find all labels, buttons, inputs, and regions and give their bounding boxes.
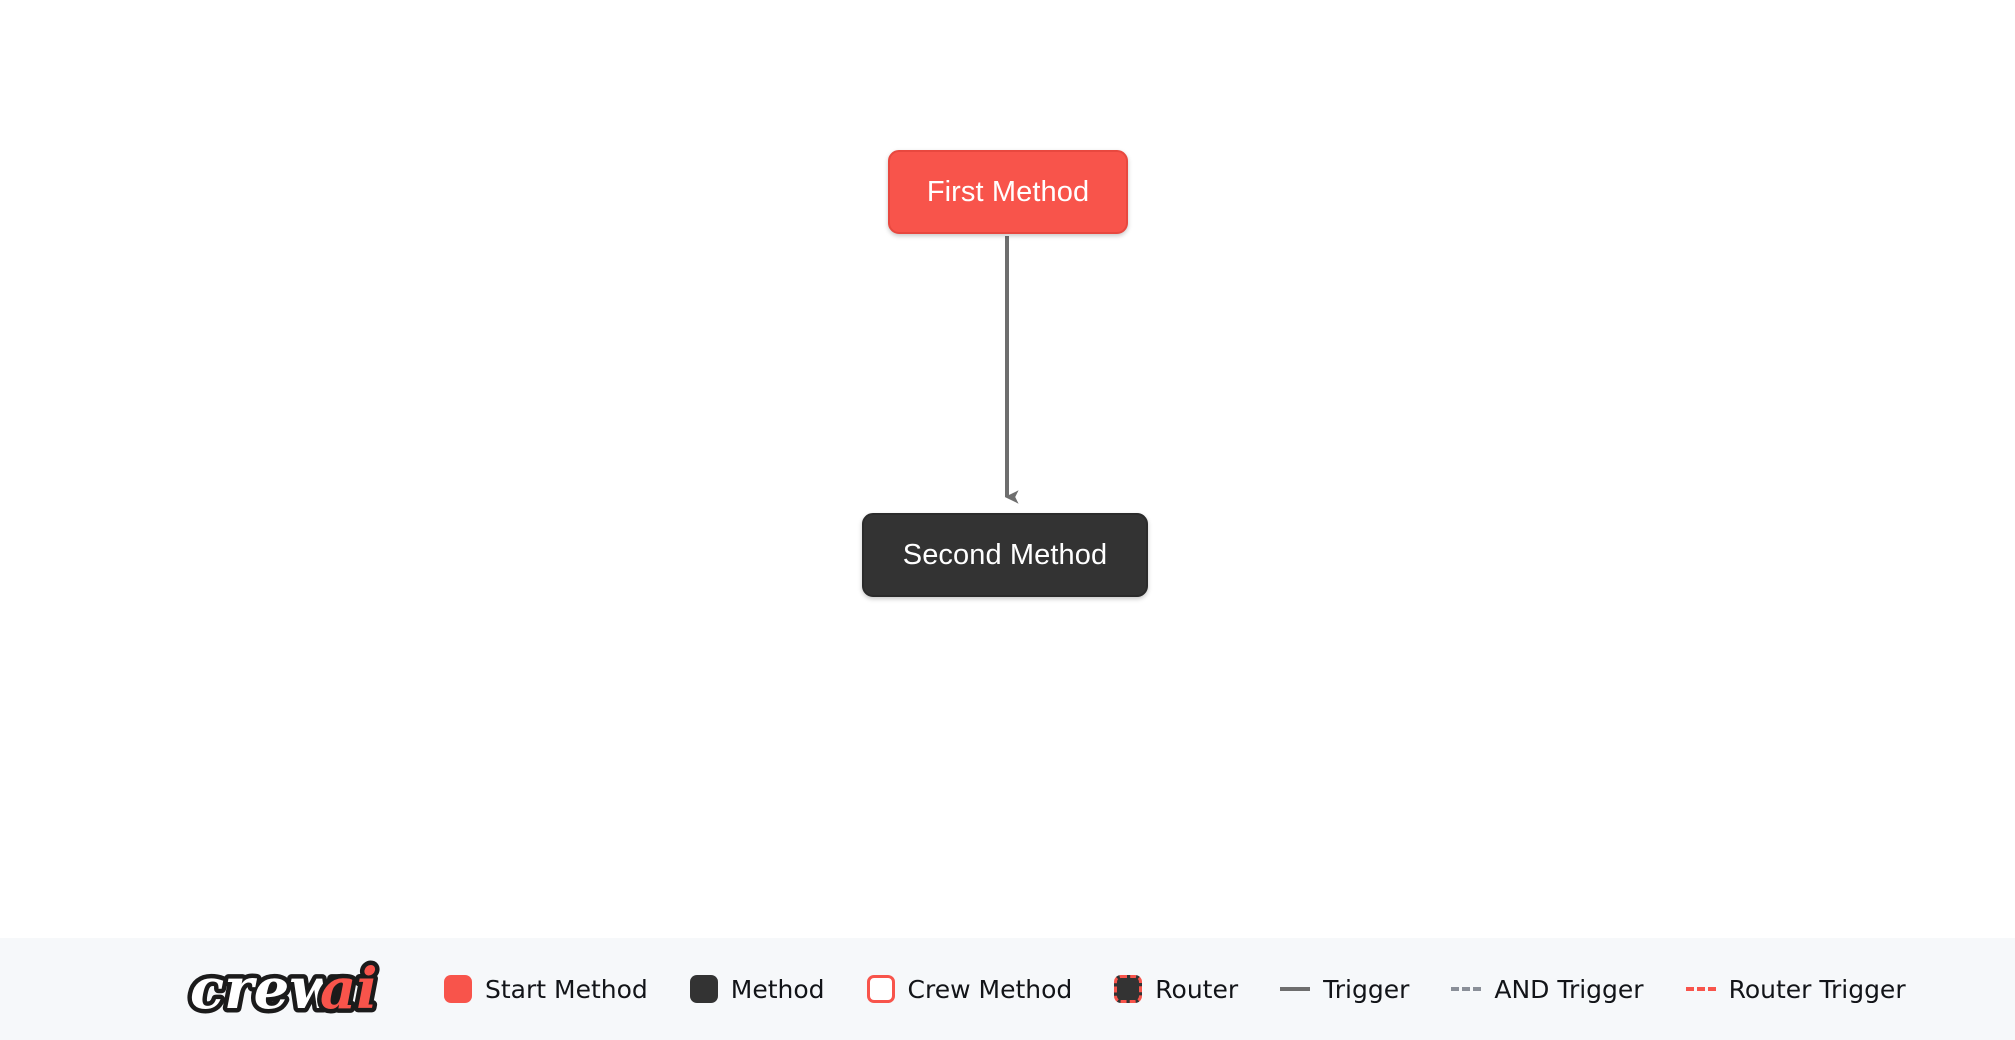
- legend-label-router-trigger: Router Trigger: [1728, 974, 1906, 1004]
- edge-layer: [1004, 236, 1019, 504]
- and-trigger-line-swatch: [1451, 987, 1482, 991]
- start-method-swatch: [444, 975, 472, 1003]
- legend-item-and-trigger: AND Trigger: [1451, 974, 1644, 1004]
- legend-items: Start Method Method Crew Method Router T…: [444, 975, 1906, 1003]
- router-swatch: [1114, 975, 1143, 1003]
- crewai-logo-outline-crew: crew: [190, 956, 339, 1022]
- legend-label-start-method: Start Method: [485, 974, 648, 1004]
- method-swatch: [689, 975, 718, 1003]
- legend-label-method: Method: [730, 974, 825, 1004]
- crew-method-swatch: [866, 975, 895, 1003]
- node-second-method-label: Second Method: [902, 538, 1108, 571]
- crewai-logo: crew crew ai ai: [186, 952, 382, 1026]
- node-second-method[interactable]: Second Method: [862, 513, 1148, 597]
- legend-item-router: Router: [1114, 975, 1238, 1003]
- flow-canvas[interactable]: First Method Second Method: [0, 0, 2015, 938]
- legend-label-and-trigger: AND Trigger: [1494, 974, 1644, 1004]
- crewai-logo-text-crew: crew: [190, 956, 339, 1022]
- legend-item-trigger: Trigger: [1280, 977, 1409, 1002]
- legend-bar: crew crew ai ai Start Method Method Crew…: [0, 938, 2015, 1040]
- legend-item-start-method: Start Method: [444, 975, 648, 1003]
- legend-item-crew-method: Crew Method: [866, 974, 1073, 1004]
- node-first-method-label: First Method: [926, 175, 1090, 208]
- node-first-method[interactable]: First Method: [888, 150, 1128, 234]
- legend-item-method: Method: [689, 974, 825, 1004]
- trigger-line-swatch: [1280, 987, 1311, 991]
- legend-item-router-trigger: Router Trigger: [1685, 974, 1906, 1004]
- legend-label-trigger: Trigger: [1323, 974, 1410, 1004]
- legend-label-router: Router: [1155, 974, 1239, 1004]
- router-trigger-line-swatch: [1685, 987, 1716, 991]
- legend-label-crew-method: Crew Method: [907, 974, 1073, 1004]
- crewai-logo-text-ai: ai: [320, 956, 378, 1022]
- crewai-logo-outline-ai: ai: [320, 956, 378, 1022]
